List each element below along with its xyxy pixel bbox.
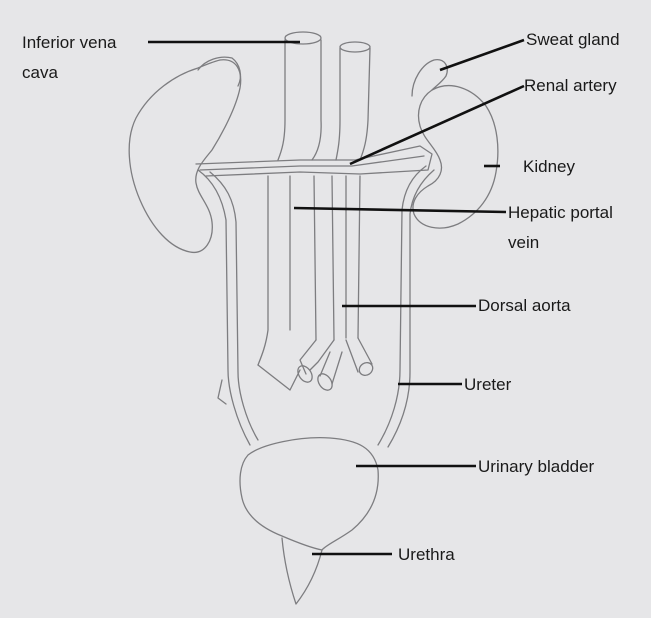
label-hepatic-portal-vein-line2: vein [508, 233, 539, 252]
iliac-branch-left [299, 339, 335, 375]
iliac-branch-mid [319, 351, 343, 385]
label-inferior-vena-cava-line2: cava [22, 63, 58, 82]
left-sweat-gland [197, 56, 242, 87]
leader-sweat-gland [439, 38, 525, 72]
dorsal-aorta-upper [335, 47, 371, 161]
leader-lines [148, 38, 525, 556]
iliac-end-mid [317, 373, 333, 391]
vena-cava-lower [257, 175, 291, 366]
label-hepatic-portal-vein-line1: Hepatic portal [508, 203, 613, 222]
label-kidney: Kidney [523, 157, 575, 176]
label-urinary-bladder: Urinary bladder [478, 457, 595, 476]
dorsal-aorta-lower [313, 175, 361, 341]
left-kidney [128, 59, 242, 253]
labels: Inferior vena cava Sweat gland Renal art… [22, 30, 620, 564]
label-urethra: Urethra [398, 545, 455, 564]
renal-vein-band [195, 145, 433, 177]
iliac-branch-right [345, 337, 373, 373]
urinary-bladder [239, 437, 379, 551]
left-ureter [197, 169, 259, 446]
right-ureter [377, 165, 435, 448]
leader-hepatic-portal-vein [293, 206, 507, 214]
iliac-end-right [358, 362, 374, 376]
vena-cava-fork [257, 364, 301, 391]
renal-vein-band-inner [199, 155, 425, 171]
anatomy-drawing [128, 31, 499, 605]
aorta-opening [339, 41, 371, 53]
label-inferior-vena-cava-line1: Inferior vena [22, 33, 117, 52]
label-renal-artery: Renal artery [524, 76, 617, 95]
inferior-vena-cava [277, 39, 322, 161]
label-sweat-gland: Sweat gland [526, 30, 620, 49]
right-kidney [412, 85, 499, 229]
vena-cava-opening [284, 31, 322, 45]
iliac-end-left [297, 365, 313, 383]
left-ureter-kink [217, 379, 227, 405]
leader-renal-artery [349, 84, 525, 166]
urethra [281, 537, 323, 605]
right-sweat-gland [411, 59, 448, 97]
label-dorsal-aorta: Dorsal aorta [478, 296, 571, 315]
label-ureter: Ureter [464, 375, 512, 394]
